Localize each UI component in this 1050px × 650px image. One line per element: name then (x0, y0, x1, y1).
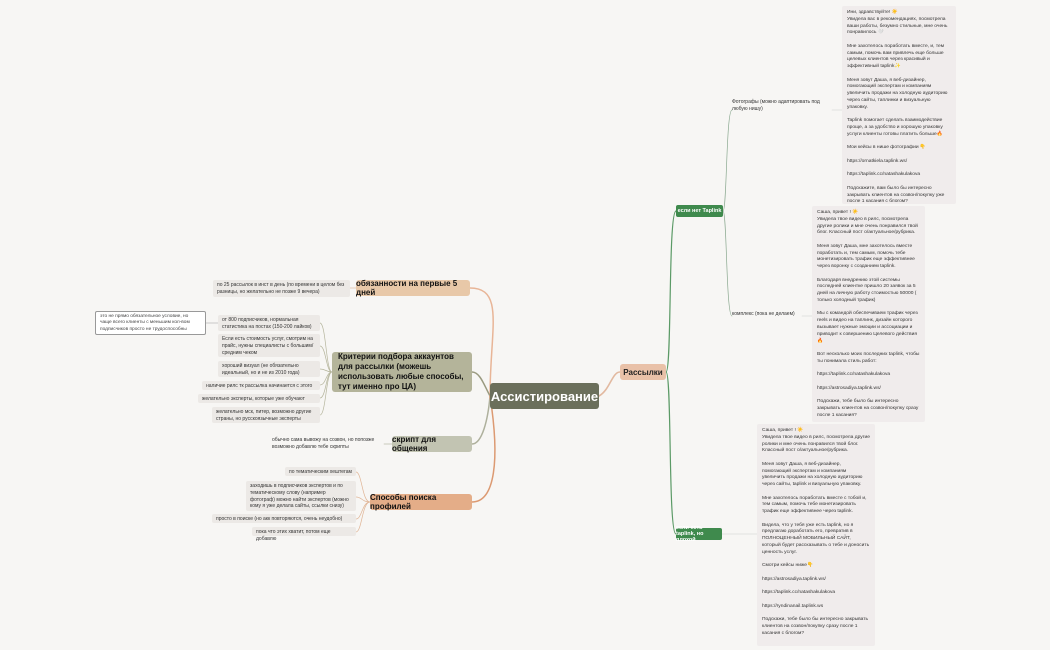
rassylki-node[interactable]: Рассылки (620, 364, 666, 380)
connector-no-taplink-complex (722, 210, 733, 317)
criteria-item: Если есть стоимость услуг, смотрим на пр… (218, 334, 320, 357)
criteria-node[interactable]: Критерии подбора аккаунтов для рассылки … (332, 352, 472, 392)
photographers-message: Ини, здравствуйте! ☀️ Увидела вас в реко… (842, 6, 956, 204)
search-item: просто в поиске (но акк повторяются, оче… (212, 514, 356, 523)
no-taplink-node[interactable]: если нет Taplink (676, 205, 723, 217)
script-leaf: обычно сама вывожу на созвон, но попозже… (272, 437, 375, 450)
connector-root-rassylki (598, 371, 621, 397)
criteria-branches (319, 322, 333, 416)
complex-message: Саша, привет ! ☀️ Увидела твое видео в р… (812, 206, 925, 422)
connector-root-duties (469, 287, 494, 397)
search-item: пока что этих хватит, потом еще добавлю (252, 527, 356, 542)
connector-root-script (471, 395, 491, 445)
search-item: заходишь в подписчиков экспертов и по те… (246, 481, 356, 511)
search-node[interactable]: Способы поиска профилей (370, 493, 472, 511)
criteria-item: хороший визуал (не обязательно идеальный… (218, 361, 320, 377)
connector-root-criteria (471, 371, 491, 397)
connector-rassylki-no-taplink (665, 210, 677, 373)
search-branches (355, 471, 371, 533)
root-node[interactable]: Ассистирование (490, 383, 599, 409)
criteria-item: желательно мск, питер, возможно другие с… (212, 407, 320, 423)
duties-leaf: по 25 рассылок в инст в день (по времени… (213, 280, 350, 297)
connector-no-taplink-photographers (722, 109, 733, 212)
connector-rassylki-has-taplink (665, 371, 677, 535)
criteria-item: желательно эксперты, которые уже обучают (198, 394, 320, 403)
criteria-item: наличие рилс тк рассылка начинается с эт… (202, 381, 320, 390)
has-taplink-node[interactable]: если есть taplink, но плохой (676, 525, 722, 543)
search-item: по тематическим хештегам (285, 467, 356, 476)
criteria-note: это не прямо обязательное условие, но ча… (95, 311, 206, 335)
criteria-item: от 800 подписчиков, нормальная статистик… (218, 315, 320, 331)
has-taplink-message: Саша, привет ! ☀️ Увидела твое видео в р… (757, 424, 875, 646)
connector-root-search (471, 395, 496, 503)
script-node[interactable]: скрипт для общения (392, 435, 472, 453)
duties-node[interactable]: обязанности на первые 5 дней (356, 279, 470, 297)
complex-node[interactable]: комплекс (пока не делаем) (732, 311, 795, 317)
photographers-node[interactable]: Фотографы (можно адаптировать под любую … (732, 99, 820, 112)
